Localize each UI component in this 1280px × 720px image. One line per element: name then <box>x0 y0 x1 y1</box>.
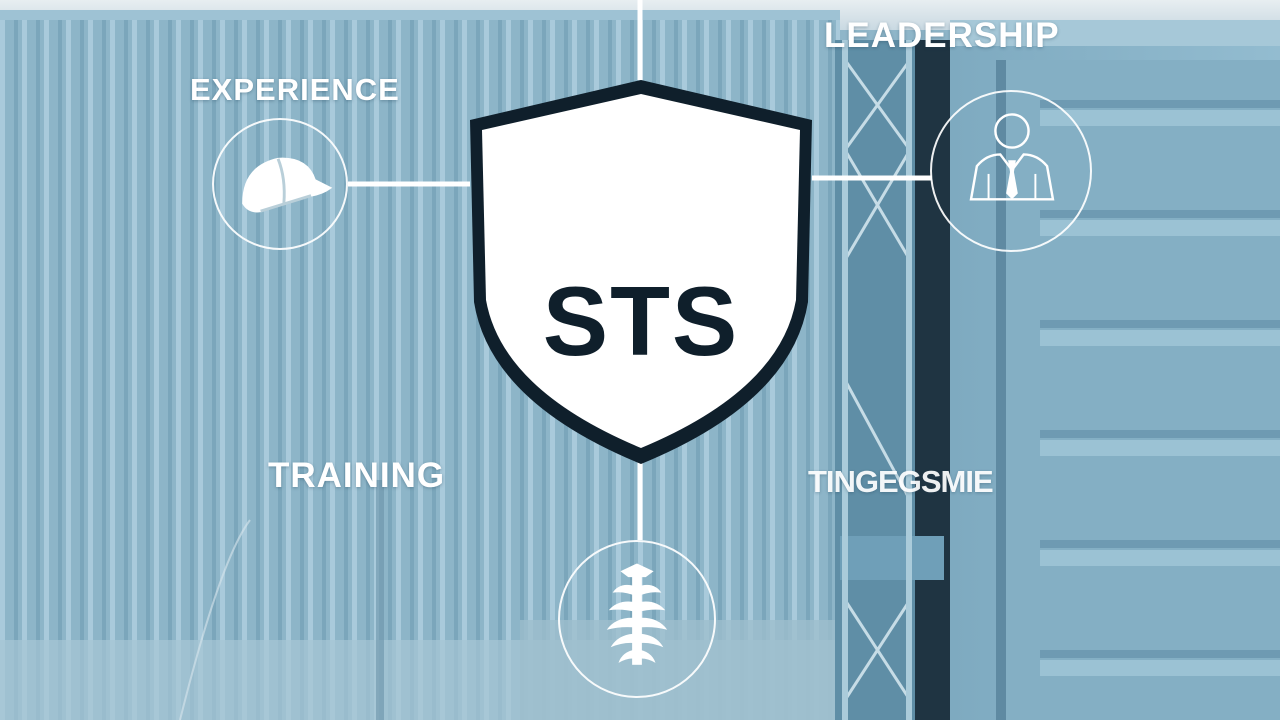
shield-icon <box>470 80 812 464</box>
leadership-node <box>930 90 1092 252</box>
fourth-label: TINGEGSMIE <box>808 464 994 499</box>
training-label: TRAINING <box>268 456 446 495</box>
businessman-icon <box>969 113 1055 201</box>
experience-node <box>212 118 348 250</box>
leadership-label: LEADERSHIP <box>824 16 1060 55</box>
training-node <box>558 540 716 698</box>
sts-shield: STS <box>462 72 820 472</box>
hard-hat-icon <box>242 157 333 213</box>
experience-label: EXPERIENCE <box>190 72 400 107</box>
shield-title: STS <box>542 266 740 376</box>
spine-icon <box>606 563 668 665</box>
